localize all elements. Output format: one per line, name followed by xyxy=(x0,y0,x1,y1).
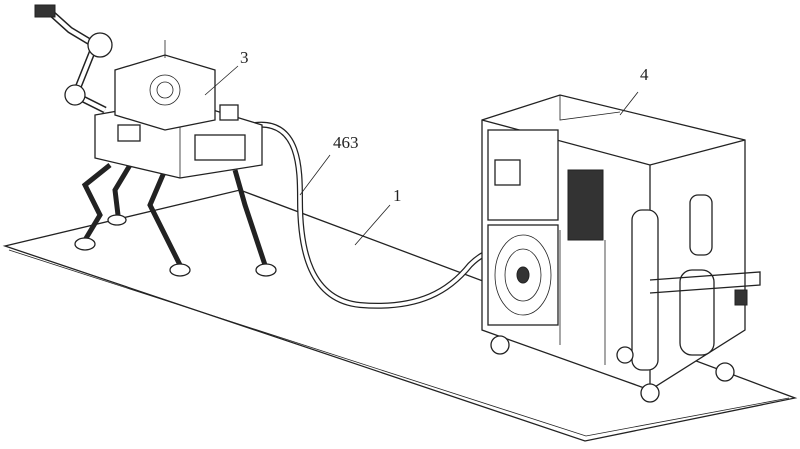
leader-lines xyxy=(204,65,639,246)
quadruped-robot xyxy=(34,4,277,277)
welding-cart xyxy=(481,94,761,403)
label-cart: 4 xyxy=(640,65,649,84)
label-hose: 463 xyxy=(333,133,359,152)
label-floor: 1 xyxy=(393,186,402,205)
label-robot: 3 xyxy=(240,48,249,67)
floor-plate xyxy=(2,189,798,442)
